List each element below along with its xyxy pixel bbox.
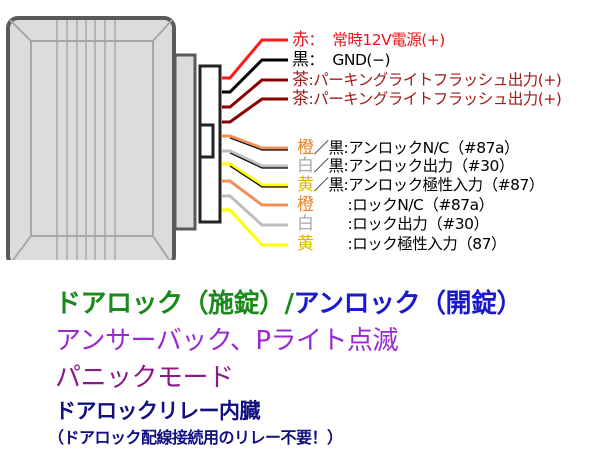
feature-relay-builtin: ドアロックリレー内臓 (55, 399, 261, 423)
unit-neck (173, 53, 197, 231)
wire-color-name: 白 (297, 214, 314, 234)
wire-label-orange-black: 橙／黒:アンロックN/C（#87a） (297, 138, 519, 158)
wire-label-white: 白:ロック出力（#30） (297, 214, 489, 234)
feature-slash: / (284, 289, 295, 319)
wire-description: ロック極性入力（87） (352, 235, 506, 253)
wire-color-name: 黄 (297, 175, 314, 195)
wire-description: アンロック出力（#30） (348, 157, 514, 175)
wire-description: 常時12V電源(+) (332, 31, 445, 49)
feature-answerback: アンサーバック、Pライト点滅 (55, 326, 399, 356)
wires (222, 38, 288, 247)
wire-description: アンロック極性入力（#87） (348, 176, 544, 194)
wire-color-name: 黄 (297, 234, 314, 254)
wire-label-yellow-black: 黄／黒:アンロック極性入力（#87） (297, 175, 544, 195)
feature-door-lock: ドアロック（施錠）/アンロック（開錠） (55, 283, 522, 320)
feature-lock-text: ドアロック（施錠） (55, 289, 285, 319)
unit-body (6, 16, 176, 260)
wire-color-name: 茶 (292, 70, 309, 90)
wire-connector (198, 64, 222, 224)
feature-panic-mode: パニックモード (55, 363, 234, 393)
wiring-diagram (6, 16, 288, 260)
feature-unlock-text: アンロック（開錠） (293, 289, 523, 319)
wire-description: パーキングライトフラッシュ出力(+) (313, 71, 562, 89)
wire-label-black: 黒： GND(−) (292, 50, 390, 70)
wire-description: アンロックN/C（#87a） (348, 139, 519, 157)
wire-description: パーキングライトフラッシュ出力(+) (313, 90, 562, 108)
wire-color-name: 黒 (292, 50, 309, 70)
wire-description: ロック出力（#30） (352, 215, 489, 233)
wire-label-brown-1: 茶:パーキングライトフラッシュ出力(+) (292, 70, 562, 90)
wire-label-brown-2: 茶:パーキングライトフラッシュ出力(+) (292, 89, 562, 109)
wire-label-red: 赤： 常時12V電源(+) (292, 30, 445, 50)
wire-label-white-black: 白／黒:アンロック出力（#30） (297, 156, 514, 176)
wire-description: GND(−) (332, 51, 390, 69)
wire-color-name: 橙 (297, 138, 314, 158)
wire-color-name: 橙 (297, 195, 314, 215)
wire-label-orange: 橙:ロックN/C（#87a） (297, 195, 494, 215)
wire-description: ロックN/C（#87a） (352, 196, 494, 214)
feature-relay-note: （ドアロック配線接続用のリレー不要！） (48, 428, 343, 447)
wire-color-name: 茶 (292, 89, 309, 109)
wire-label-yellow: 黄:ロック極性入力（87） (297, 234, 506, 254)
wire-color-name: 白 (297, 156, 314, 176)
wire-color-name: 赤 (292, 30, 309, 50)
